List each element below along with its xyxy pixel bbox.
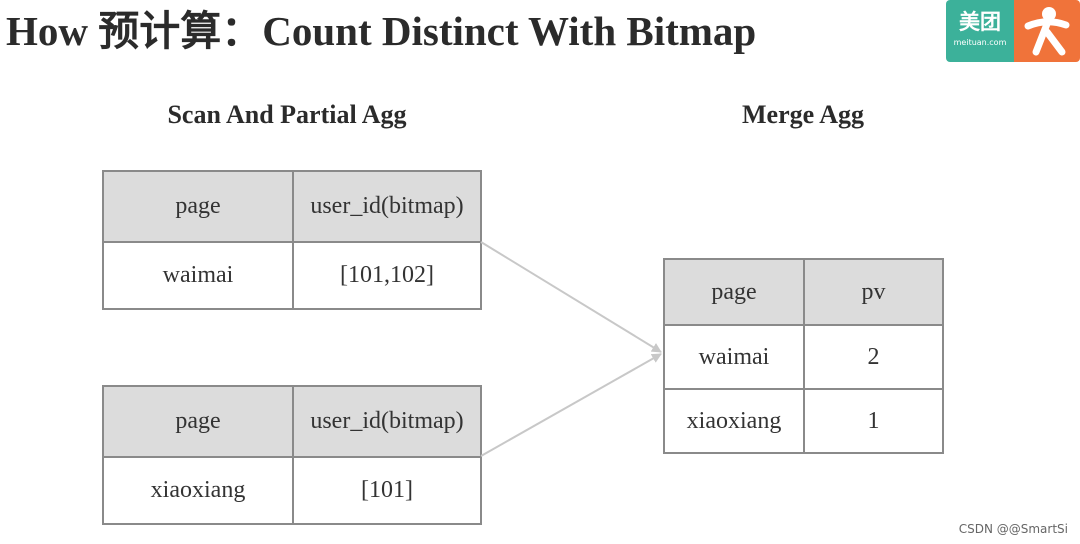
partial-agg-table-xiaoxiang: page user_id(bitmap) xiaoxiang [101] xyxy=(102,385,482,525)
cell-pv: 2 xyxy=(803,324,944,390)
cell-pv: 1 xyxy=(803,388,944,454)
cell-user-id: [101] xyxy=(292,456,482,525)
table-row: waimai [101,102] xyxy=(102,241,482,310)
header-cell-page: page xyxy=(663,258,805,326)
arrow-xiaoxiang-to-merge xyxy=(480,353,662,457)
merge-agg-table: page pv waimai 2 xiaoxiang 1 xyxy=(663,258,944,454)
table-header-row: page user_id(bitmap) xyxy=(102,385,482,458)
header-cell-pv: pv xyxy=(803,258,944,326)
cell-page: waimai xyxy=(102,241,294,310)
cell-user-id: [101,102] xyxy=(292,241,482,310)
header-cell-user-id: user_id(bitmap) xyxy=(292,170,482,243)
logo-text-block: 美团 meituan.com xyxy=(946,0,1014,62)
csdn-watermark: CSDN @@SmartSi xyxy=(958,522,1068,536)
table-row: xiaoxiang [101] xyxy=(102,456,482,525)
header-cell-user-id: user_id(bitmap) xyxy=(292,385,482,458)
slide-title: How 预计算：Count Distinct With Bitmap xyxy=(6,8,757,54)
arrow-waimai-to-merge xyxy=(480,241,662,353)
kangaroo-icon xyxy=(1014,0,1080,62)
cell-page: waimai xyxy=(663,324,805,390)
table-row: xiaoxiang 1 xyxy=(663,388,944,454)
table-row: waimai 2 xyxy=(663,324,944,390)
cell-page: xiaoxiang xyxy=(102,456,294,525)
scan-partial-agg-title: Scan And Partial Agg xyxy=(167,100,407,129)
table-header-row: page user_id(bitmap) xyxy=(102,170,482,243)
partial-agg-table-waimai: page user_id(bitmap) waimai [101,102] xyxy=(102,170,482,310)
logo-url-text: meituan.com xyxy=(953,38,1007,47)
table-header-row: page pv xyxy=(663,258,944,326)
merge-agg-title: Merge Agg xyxy=(741,100,864,129)
cell-page: xiaoxiang xyxy=(663,388,805,454)
logo-chinese-text: 美团 xyxy=(959,10,1001,34)
meituan-logo: 美团 meituan.com xyxy=(946,0,1080,62)
header-cell-page: page xyxy=(102,170,294,243)
header-cell-page: page xyxy=(102,385,294,458)
